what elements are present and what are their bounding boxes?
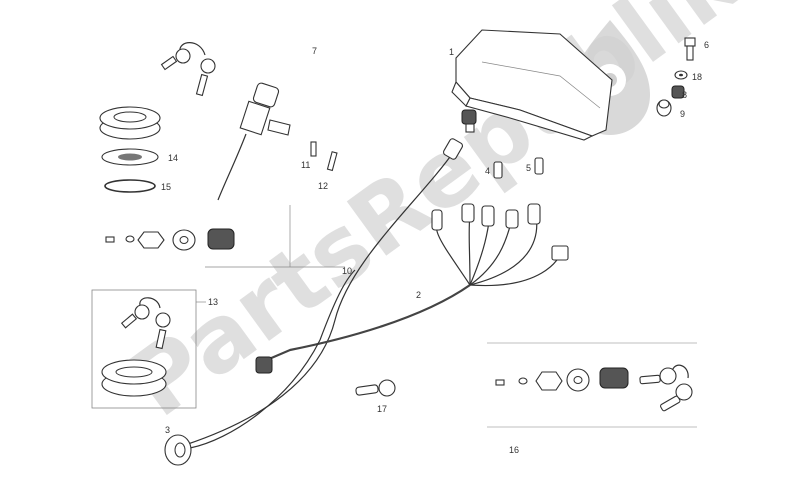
callout-7: 7 xyxy=(312,46,317,56)
key-17 xyxy=(355,379,396,397)
screw-11 xyxy=(310,141,317,157)
instrument-cluster xyxy=(451,29,613,141)
callout-15: 15 xyxy=(161,182,171,192)
callout-12: 12 xyxy=(318,181,328,191)
fuel-cap xyxy=(99,106,161,140)
callout-11: 11 xyxy=(301,160,310,170)
bulb-4 xyxy=(493,161,503,179)
fuel-cap-13 xyxy=(101,359,167,397)
callout-10: 10 xyxy=(342,266,352,276)
callout-13: 13 xyxy=(208,297,218,307)
callout-16: 16 xyxy=(509,445,519,455)
key-pair-top xyxy=(160,42,216,97)
speedometer-cable xyxy=(184,138,464,446)
callout-2: 2 xyxy=(416,290,421,300)
group-13-frame xyxy=(91,289,197,409)
ignition-switch xyxy=(217,82,291,201)
grommet-9 xyxy=(656,99,672,117)
screw-12 xyxy=(326,151,338,172)
washer-18 xyxy=(674,70,688,80)
o-ring-15 xyxy=(104,179,156,193)
bulb-5 xyxy=(534,157,544,175)
callout-1: 1 xyxy=(449,47,454,57)
callout-14: 14 xyxy=(168,153,178,163)
callout-5: 5 xyxy=(526,163,531,173)
screw-6 xyxy=(684,37,696,61)
spacer-8 xyxy=(671,85,685,99)
hardware-row-right xyxy=(495,367,629,392)
callout-4: 4 xyxy=(485,166,490,176)
key-pair-16 xyxy=(639,364,693,412)
cap-gasket-14 xyxy=(101,148,159,166)
callout-9: 9 xyxy=(680,109,685,119)
callout-6: 6 xyxy=(704,40,709,50)
cable-3 xyxy=(164,269,356,466)
callout-3: 3 xyxy=(165,425,170,435)
callout-8: 8 xyxy=(682,90,687,100)
callout-18: 18 xyxy=(692,72,702,82)
main-harness xyxy=(255,203,569,374)
callout-17: 17 xyxy=(377,404,387,414)
hardware-row-left xyxy=(105,228,235,251)
key-pair-13 xyxy=(120,297,171,350)
